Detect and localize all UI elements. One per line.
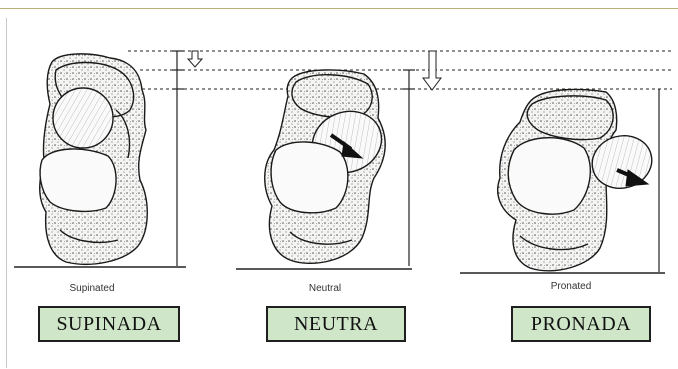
label-pronada: PRONADA (511, 306, 651, 342)
caption-pronated: Pronated (511, 281, 631, 292)
foot-supinated (40, 54, 148, 264)
reference-lines (128, 51, 672, 89)
talus-head-supinated (53, 88, 113, 148)
drop-arrow-small (188, 51, 202, 67)
label-supinada: SUPINADA (38, 306, 180, 342)
label-neutra: NEUTRA (266, 306, 406, 342)
drop-arrow-large (423, 51, 441, 90)
caption-supinated: Supinated (32, 283, 152, 294)
foot-neutral (265, 70, 390, 263)
caption-neutral: Neutral (265, 283, 385, 294)
